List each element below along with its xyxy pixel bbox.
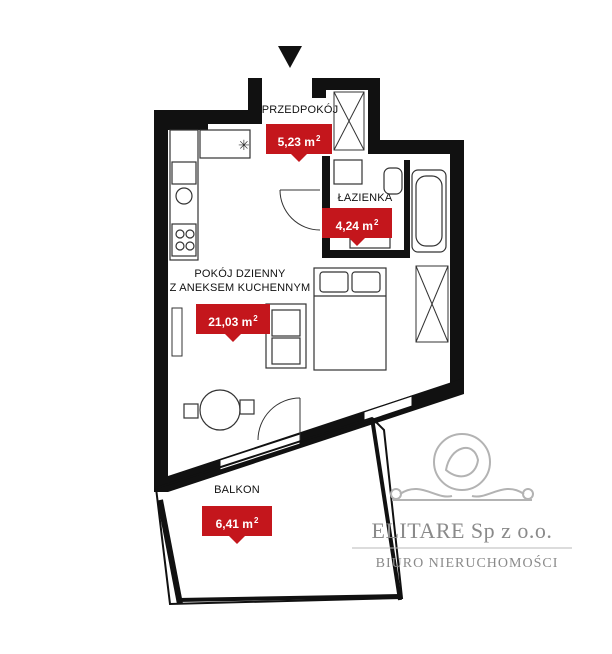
area-value-balcony: 6,41 m xyxy=(215,517,253,531)
bathtub-icon xyxy=(411,169,447,253)
room-label-balcony: BALKON xyxy=(214,484,260,496)
area-unit-entrance: 2 xyxy=(315,134,321,143)
area-badge-living: 21,03 m2 xyxy=(196,304,270,342)
area-badge-entrance: 5,23 m2 xyxy=(266,124,332,162)
area-badge-balcony: 6,41 m2 xyxy=(202,506,272,544)
watermark-logo xyxy=(390,433,534,501)
area-value-bathroom: 4,24 m xyxy=(335,219,373,233)
area-unit-bathroom: 2 xyxy=(373,218,379,227)
room-label-entrance: PRZEDPOKÓJ xyxy=(261,104,339,116)
room-label-bathroom: ŁAZIENKA xyxy=(337,192,393,204)
entrance-arrow-icon xyxy=(278,46,302,68)
area-badge-bathroom: 4,24 m2 xyxy=(322,208,392,246)
area-value-entrance: 5,23 m xyxy=(277,135,315,149)
watermark-company: ELITARE Sp z o.o. xyxy=(371,518,553,543)
area-value-living: 21,03 m xyxy=(208,315,253,329)
sink-icon xyxy=(171,161,197,185)
doors xyxy=(257,189,321,441)
kitchen-counter: ✳ xyxy=(169,129,251,261)
bed-icon xyxy=(313,267,387,371)
area-unit-balcony: 2 xyxy=(253,516,259,525)
watermark-subtitle: BIURO NIERUCHOMOŚCI xyxy=(375,556,559,571)
room-label-living-line2: Z ANEKSEM KUCHENNYM xyxy=(169,282,311,294)
sofa-icon xyxy=(265,303,307,369)
stove-icon xyxy=(171,223,197,257)
area-unit-living: 2 xyxy=(253,314,258,323)
wardrobe xyxy=(333,91,365,151)
balcony-outline xyxy=(154,416,404,606)
room-label-living-line1: POKÓJ DZIENNY xyxy=(194,268,286,280)
table-icon xyxy=(183,389,255,431)
fridge-icon: ✳ xyxy=(238,138,250,154)
toilet-icon xyxy=(383,167,403,195)
closet-right xyxy=(415,265,449,343)
tv-cabinet xyxy=(171,307,183,357)
